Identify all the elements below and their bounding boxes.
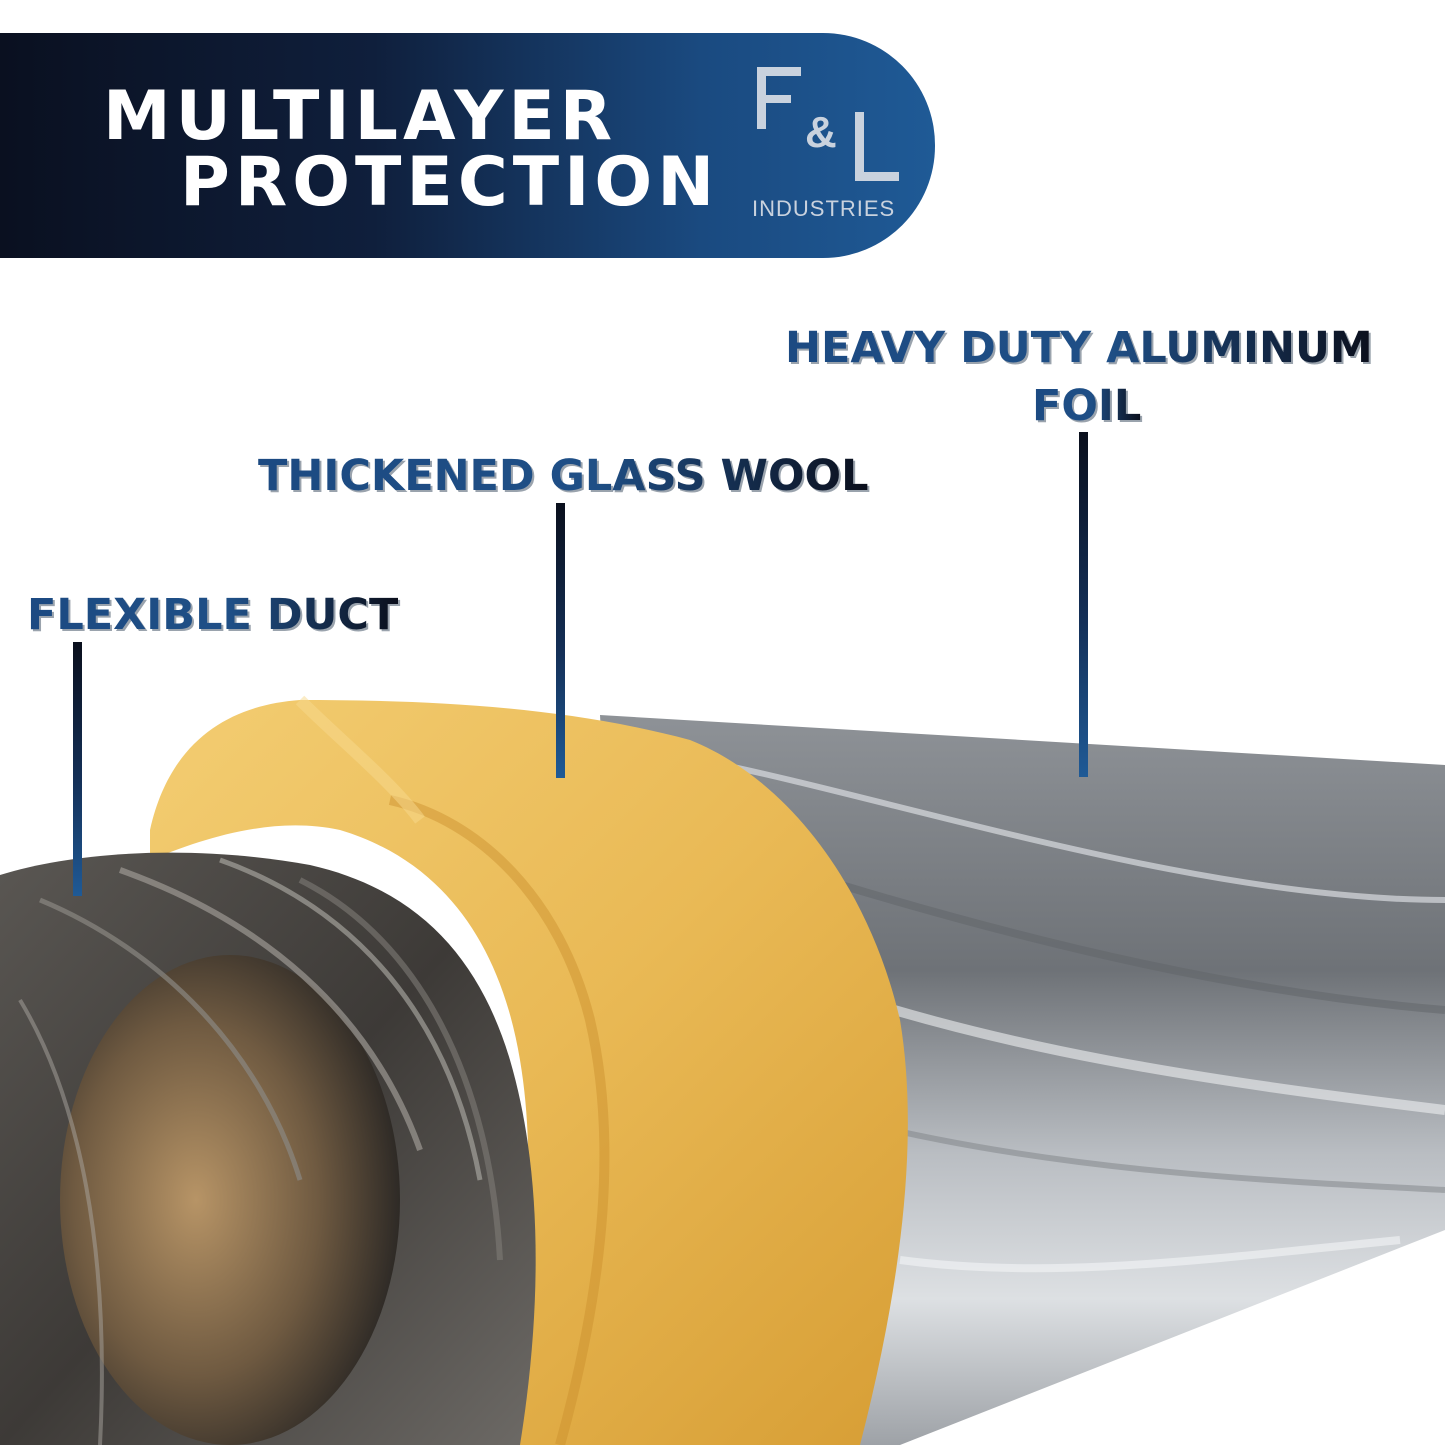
label-foil-line2: FOIL xyxy=(1032,381,1142,431)
label-wool-shadow: THICKENED GLASS WOOL xyxy=(260,457,870,500)
label-duct-shadow: FLEXIBLE DUCT xyxy=(29,596,400,639)
label-flexible-duct: FLEXIBLE DUCT xyxy=(27,590,399,640)
label-foil-line1: HEAVY DUTY ALUMINUM xyxy=(785,323,1373,373)
logo-mark: & xyxy=(805,108,837,157)
label-glass-wool: THICKENED GLASS WOOL xyxy=(258,451,869,501)
leader-line-duct xyxy=(73,642,82,896)
logo-subtitle: INDUSTRIES xyxy=(752,196,896,221)
fl-industries-logo xyxy=(757,67,899,181)
label-foil-shadow-2: FOIL xyxy=(1034,387,1143,430)
leader-line-wool xyxy=(556,503,565,778)
banner-title-line2: PROTECTION xyxy=(180,143,720,222)
banner-title-line1: MULTILAYER xyxy=(103,77,618,156)
leader-line-foil xyxy=(1079,432,1088,777)
glass-wool-layer xyxy=(150,700,908,1445)
label-foil-shadow-1: HEAVY DUTY ALUMINUM xyxy=(787,329,1375,372)
